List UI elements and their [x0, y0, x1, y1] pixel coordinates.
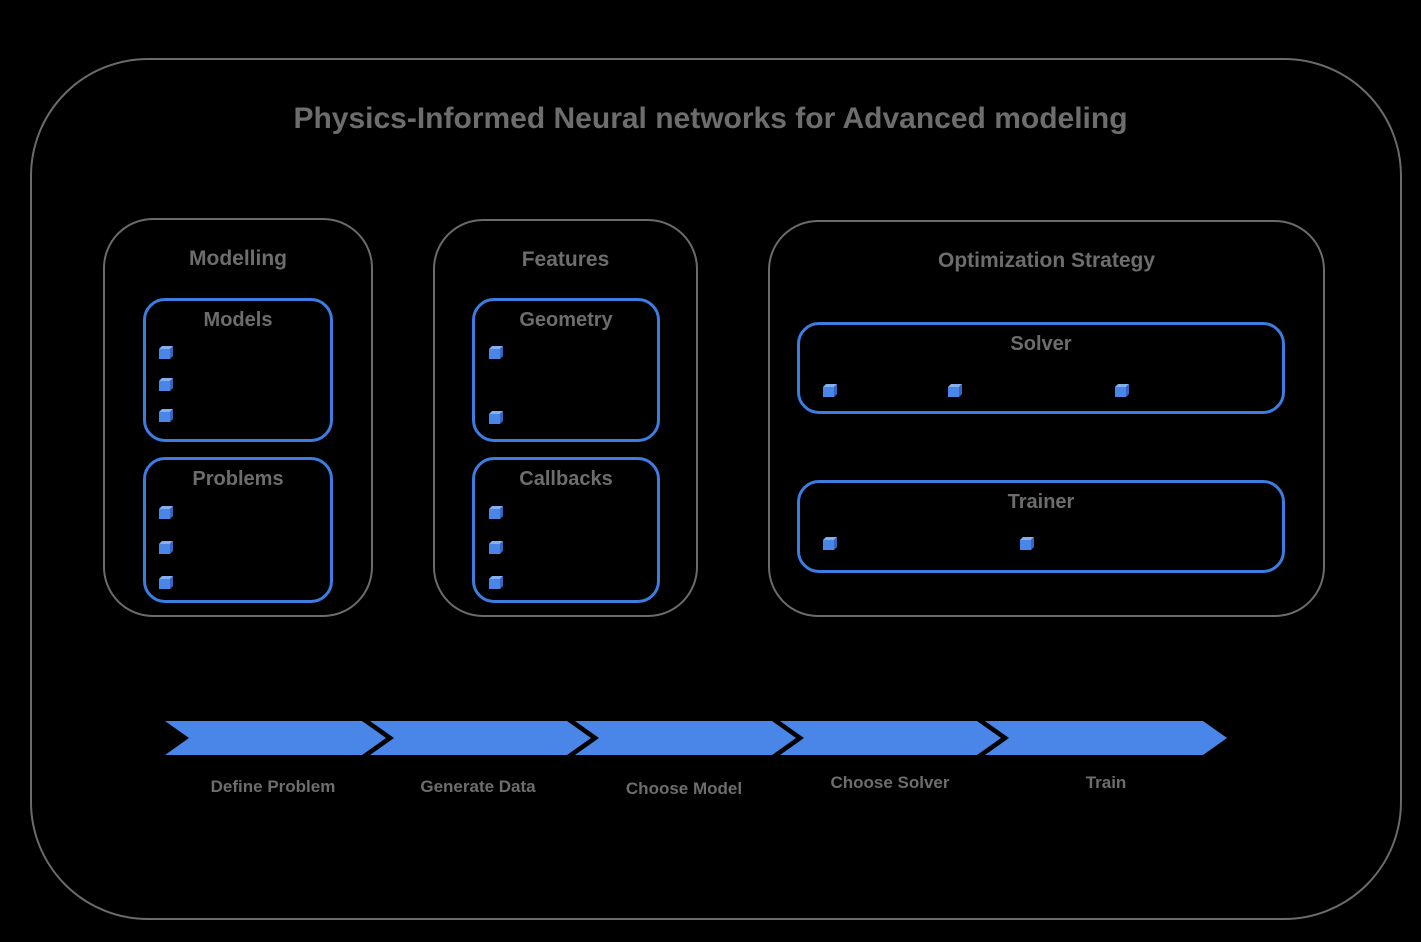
- flow-segment-define-problem: [165, 721, 386, 755]
- cube-icon: [159, 346, 173, 359]
- flow-step-choose-solver: Choose Solver: [830, 773, 950, 792]
- box-geometry: Geometry: [472, 298, 660, 442]
- box-trainer: Trainer: [797, 480, 1285, 573]
- cube-icon: [823, 537, 837, 550]
- cube-icon: [489, 541, 503, 554]
- page-title: Physics-Informed Neural networks for Adv…: [293, 102, 1128, 135]
- box-models: Models: [143, 298, 333, 442]
- flow-step-train: Train: [1085, 773, 1127, 792]
- box-problems: Problems: [143, 457, 333, 603]
- cube-icon: [823, 384, 837, 397]
- box-models-title: Models: [203, 309, 273, 331]
- box-solver-title: Solver: [1010, 333, 1072, 355]
- flow-segment-generate-data: [370, 721, 591, 755]
- cube-icon: [489, 411, 503, 424]
- box-problems-title: Problems: [192, 468, 284, 490]
- box-callbacks-title: Callbacks: [519, 468, 613, 490]
- cube-icon: [159, 409, 173, 422]
- cube-icon: [159, 541, 173, 554]
- group-modelling: Modelling Models Problems: [103, 218, 373, 617]
- cube-icon: [159, 576, 173, 589]
- box-callbacks: Callbacks: [472, 457, 660, 603]
- cube-icon: [948, 384, 962, 397]
- process-flow-arrow: [165, 721, 1227, 755]
- group-modelling-title: Modelling: [189, 247, 287, 270]
- flow-step-define-problem: Define Problem: [210, 777, 336, 796]
- cube-icon: [489, 576, 503, 589]
- cube-icon: [1020, 537, 1034, 550]
- flow-segment-choose-solver: [780, 721, 1001, 755]
- group-features: Features Geometry Callbacks: [433, 219, 698, 617]
- outer-frame: [30, 58, 1402, 920]
- box-geometry-title: Geometry: [519, 309, 613, 331]
- cube-icon: [159, 506, 173, 519]
- flow-step-choose-model: Choose Model: [625, 779, 743, 798]
- group-optimization-title: Optimization Strategy: [937, 249, 1156, 272]
- group-features-title: Features: [521, 248, 610, 271]
- cube-icon: [489, 346, 503, 359]
- box-trainer-title: Trainer: [1007, 491, 1075, 513]
- flow-segment-train: [985, 721, 1227, 755]
- group-optimization-strategy: Optimization Strategy Solver Trainer: [768, 220, 1325, 617]
- cube-icon: [1115, 384, 1129, 397]
- cube-icon: [489, 506, 503, 519]
- flow-step-generate-data: Generate Data: [420, 777, 536, 796]
- flow-segment-choose-model: [575, 721, 796, 755]
- box-solver: Solver: [797, 322, 1285, 414]
- cube-icon: [159, 378, 173, 391]
